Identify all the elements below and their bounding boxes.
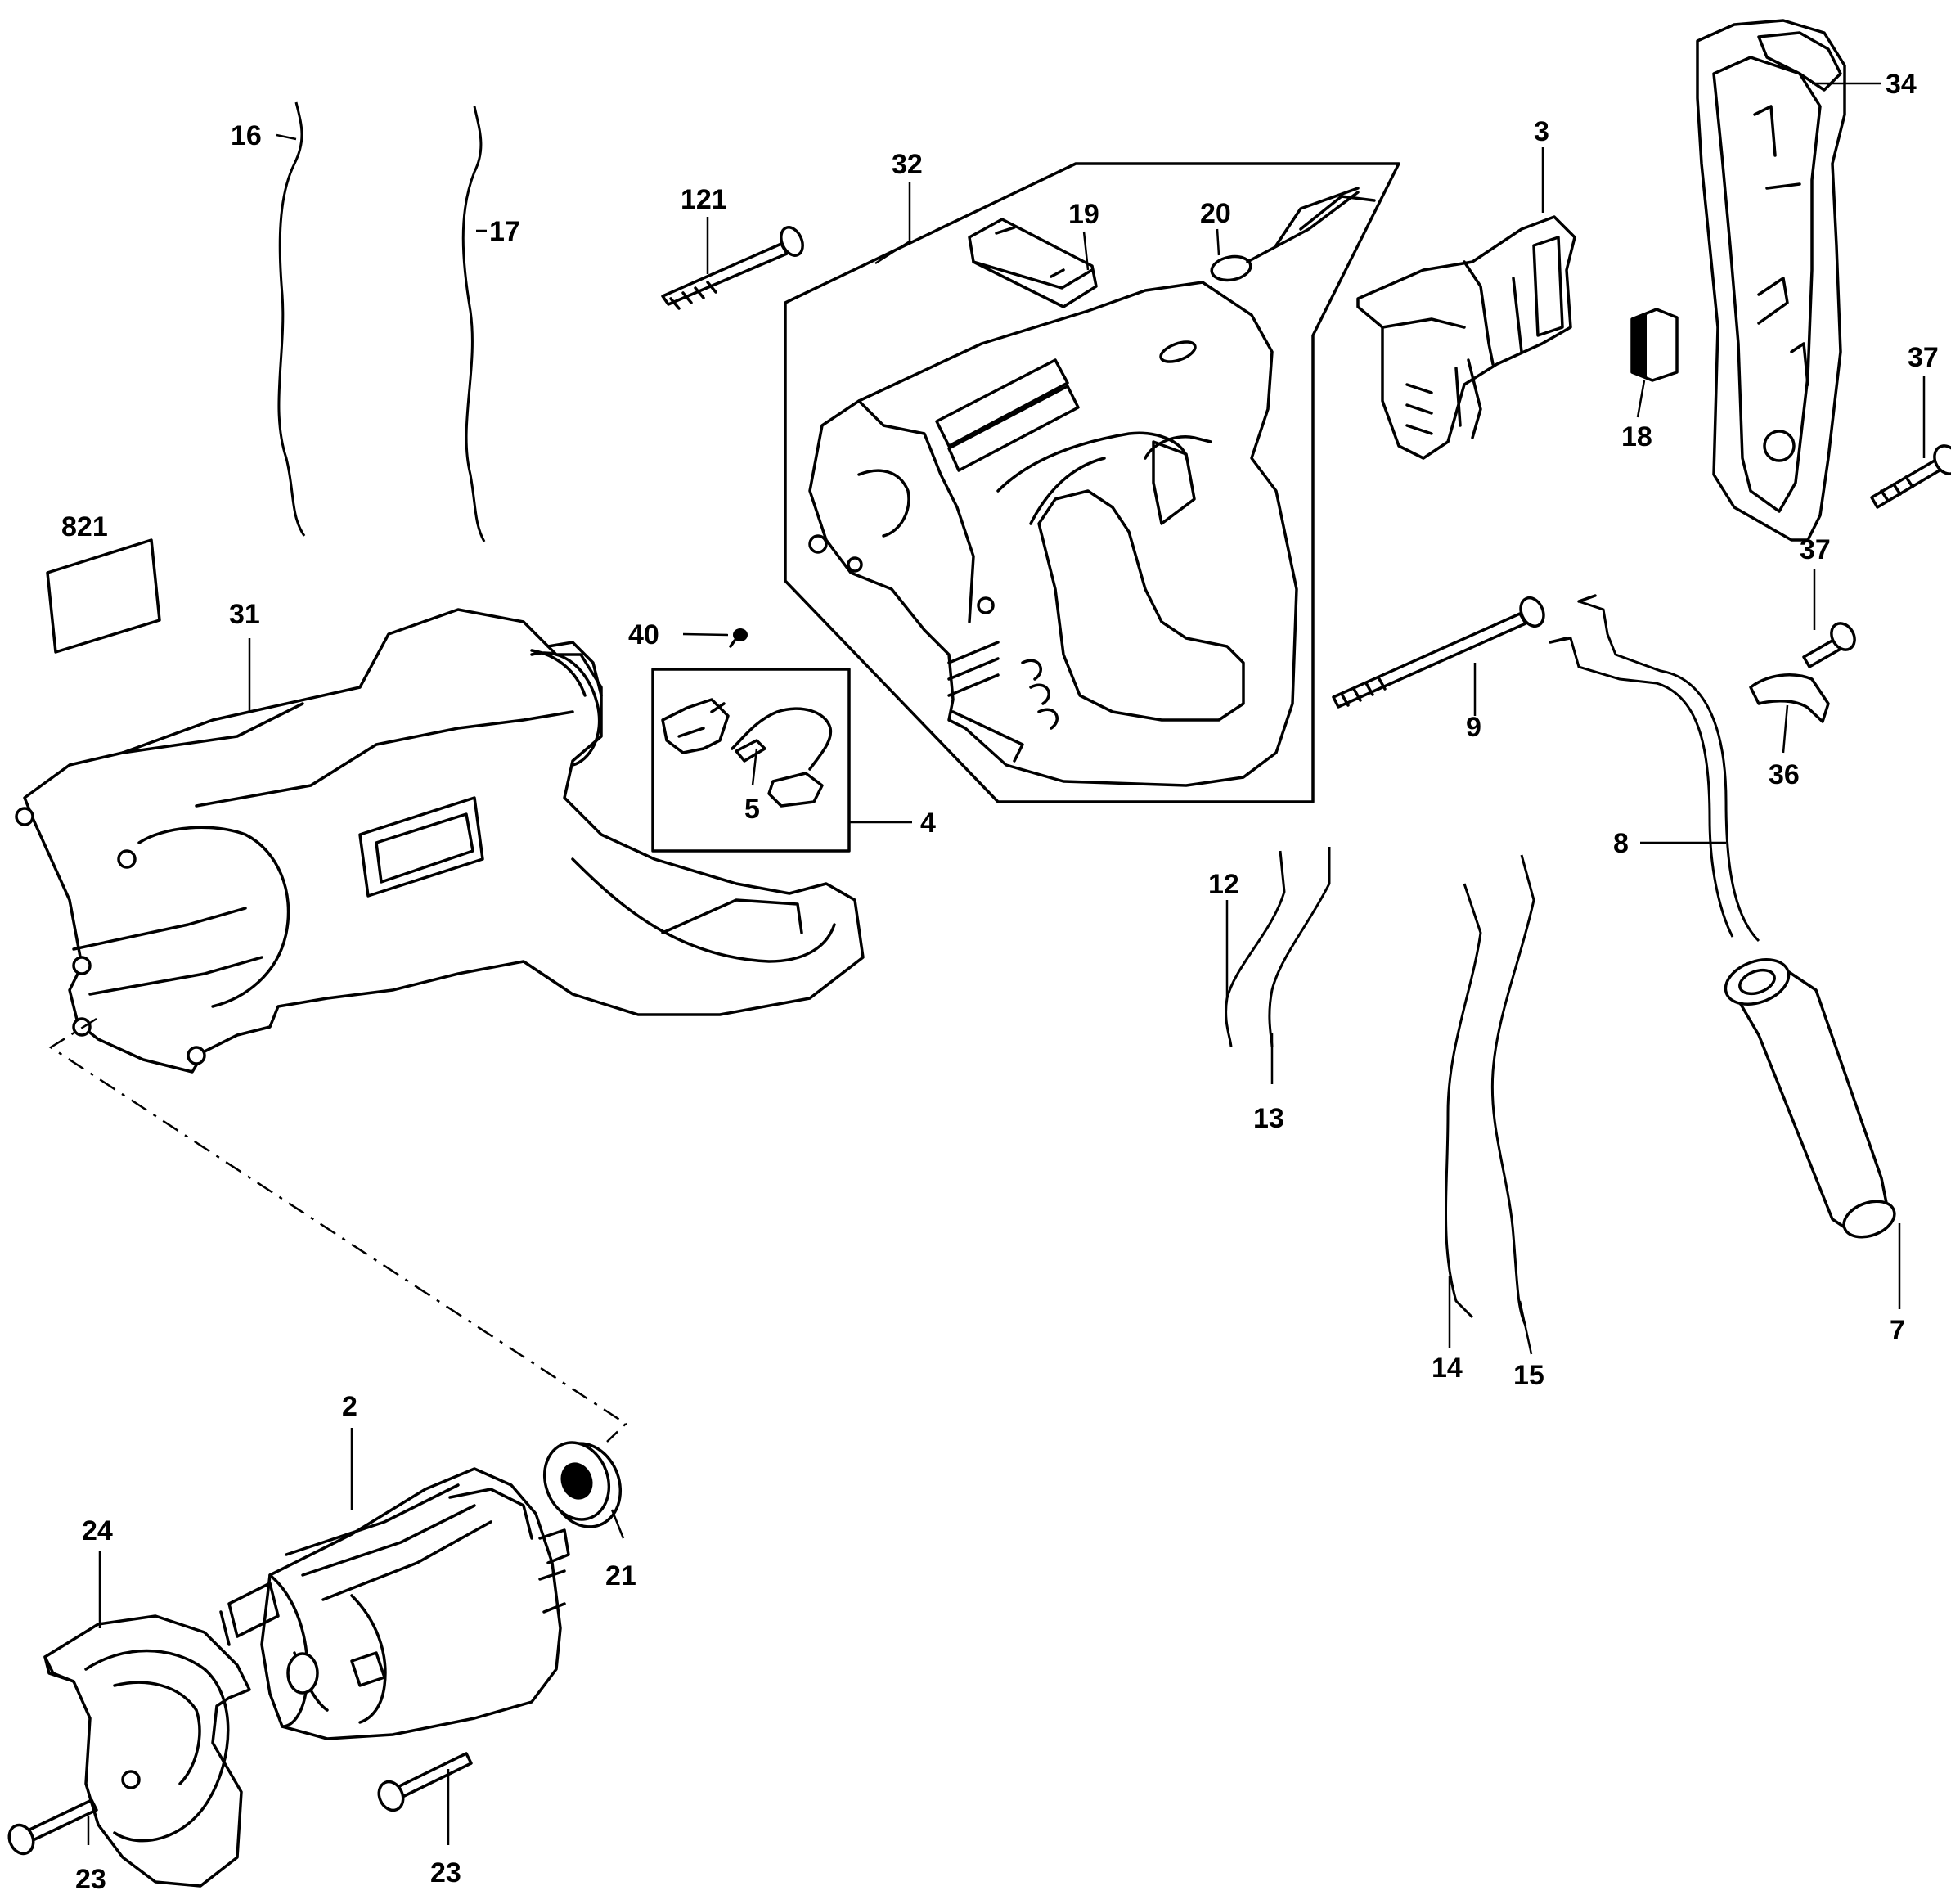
callout-24: 24 [82, 1515, 113, 1546]
part-3-switch [1356, 215, 1576, 460]
part-14-wire [1445, 883, 1482, 1319]
callout-21: 21 [605, 1560, 636, 1591]
callout-20: 20 [1200, 198, 1231, 229]
callout-4: 4 [920, 808, 936, 839]
callout-14: 14 [1432, 1353, 1463, 1384]
part-121-screw [661, 226, 804, 310]
callout-19: 19 [1068, 199, 1099, 230]
callout-7: 7 [1890, 1315, 1905, 1346]
callout-37-lower: 37 [1800, 534, 1831, 565]
callout-16: 16 [231, 120, 262, 151]
callout-8: 8 [1613, 828, 1629, 859]
leader-lines [87, 82, 1926, 1845]
callout-40: 40 [628, 619, 659, 650]
callout-2: 2 [342, 1391, 357, 1422]
part-12-wire [1225, 850, 1286, 1048]
assembly-dash-line [48, 1017, 628, 1443]
callout-3: 3 [1534, 116, 1549, 147]
part-18-brush [1630, 308, 1679, 382]
part-13-wire [1268, 847, 1331, 1048]
part-17-wire [461, 106, 486, 542]
callout-34: 34 [1886, 69, 1917, 100]
callout-9: 9 [1466, 712, 1481, 743]
callout-31: 31 [229, 599, 260, 630]
callout-18: 18 [1621, 421, 1652, 452]
part-23-screw-left [7, 1798, 98, 1856]
part-9-screw [1332, 596, 1545, 709]
part-36-cable-clamp [1749, 673, 1830, 723]
callouts: 16 17 121 32 19 20 3 34 37 18 37 821 31 … [61, 69, 1939, 1895]
part-5-brush [735, 739, 766, 763]
callout-32: 32 [892, 149, 923, 180]
part-31-motor-housing [15, 608, 865, 1074]
part-7-cord-protector [1724, 958, 1896, 1239]
callout-15: 15 [1513, 1360, 1544, 1391]
callout-5: 5 [744, 794, 760, 825]
part-4-brush-kit [651, 668, 851, 853]
part-2-field-stator [219, 1467, 570, 1740]
part-24-baffle [43, 1614, 251, 1888]
part-821-label [46, 538, 161, 654]
callout-121: 121 [681, 184, 727, 215]
callout-821: 821 [61, 511, 108, 542]
callout-23-right: 23 [430, 1857, 461, 1888]
part-20-spring [1210, 187, 1376, 282]
callout-13: 13 [1253, 1103, 1284, 1134]
part-8-power-cord [1549, 594, 1760, 943]
callout-37-upper: 37 [1908, 342, 1939, 373]
callout-12: 12 [1208, 869, 1239, 900]
callout-17: 17 [489, 216, 520, 247]
part-16-wire [277, 101, 306, 537]
part-34-handle-half [1696, 19, 1846, 542]
part-15-wire [1490, 854, 1535, 1326]
part-40-screw [729, 628, 748, 648]
part-19-cover [968, 218, 1098, 308]
part-21-bearing [542, 1441, 623, 1528]
part-37-screw-upper [1870, 444, 1951, 509]
callout-36: 36 [1769, 759, 1800, 790]
part-23-screw-right [377, 1752, 473, 1812]
callout-23-left: 23 [75, 1864, 106, 1895]
part-37-screw-lower [1802, 622, 1856, 668]
part-32-housing-half [784, 162, 1400, 803]
